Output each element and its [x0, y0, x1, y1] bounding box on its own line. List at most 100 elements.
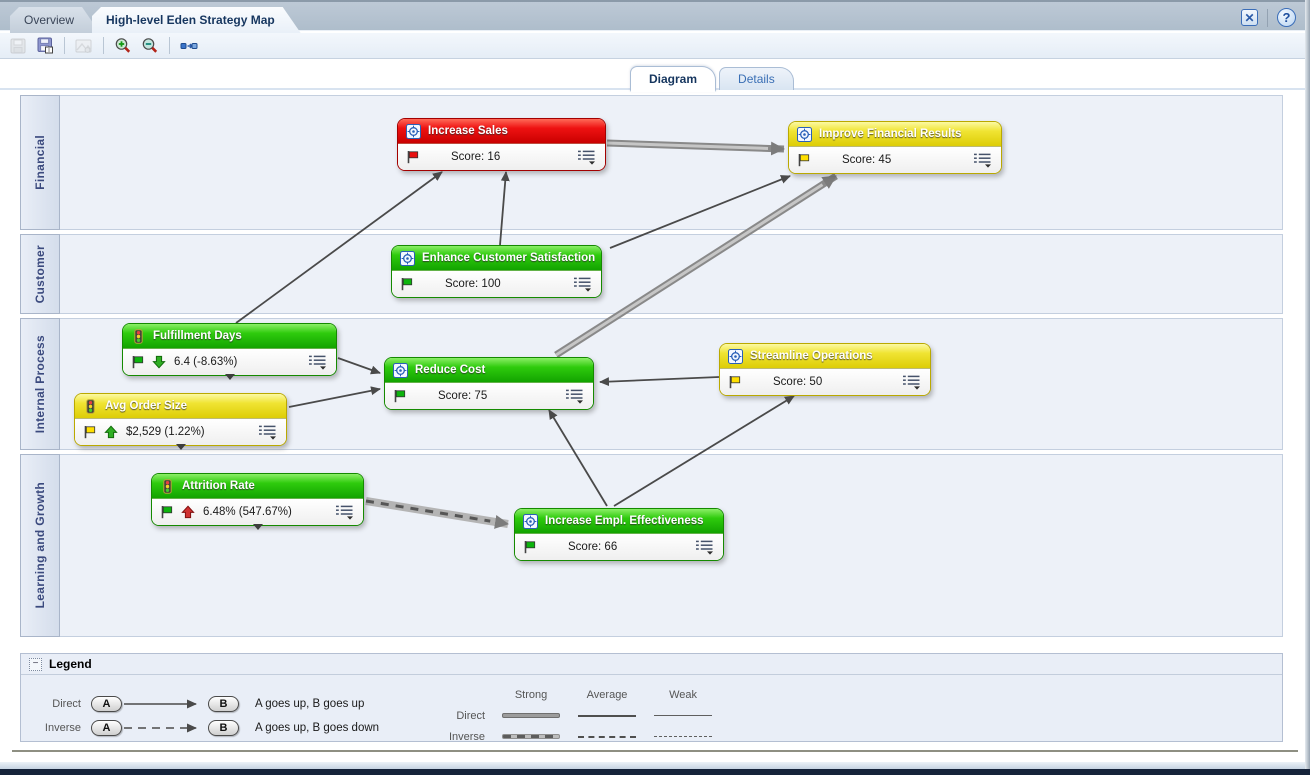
legend-average-label: Average: [586, 688, 628, 701]
help-icon[interactable]: ?: [1277, 8, 1296, 27]
zoom-out-icon[interactable]: [140, 36, 160, 56]
node-body: Score: 50: [720, 369, 930, 395]
collapse-icon[interactable]: −: [29, 657, 42, 671]
window-right-edge: [1305, 0, 1310, 769]
node-value: Score: 75: [438, 390, 488, 402]
view-tabs: Diagram Details: [630, 60, 794, 92]
node-body: Score: 45: [789, 147, 1001, 173]
legend-direct-label: Direct: [52, 698, 81, 710]
legend-header: − Legend: [21, 654, 1282, 675]
yellow-flag-icon: [83, 425, 96, 439]
kpi-traffic-light-icon: [160, 478, 175, 494]
green-flag-icon: [131, 355, 144, 369]
node-menu-icon[interactable]: [902, 374, 922, 390]
window-tab-bar: Overview High-level Eden Strategy Map ✕ …: [0, 0, 1310, 31]
lane-label: Customer: [20, 234, 60, 314]
legend-node-a: A: [91, 696, 122, 712]
kpi-traffic-light-icon: [83, 398, 98, 414]
window-tab-strategy-map[interactable]: High-level Eden Strategy Map: [92, 7, 301, 33]
tab-diagram[interactable]: Diagram: [630, 66, 717, 92]
toolbar-separator: [103, 37, 104, 54]
toolbar-separator: [169, 37, 170, 54]
legend-inverse-label: Inverse: [448, 730, 486, 743]
node-avg-order-size[interactable]: Avg Order Size $2,529 (1.22%): [74, 393, 287, 450]
node-menu-icon[interactable]: [695, 539, 715, 555]
node-menu-icon[interactable]: [573, 276, 593, 292]
node-body: Score: 66: [515, 534, 723, 560]
export-image-icon: [74, 36, 94, 56]
node-menu-icon[interactable]: [258, 424, 278, 440]
node-title: Fulfillment Days: [153, 330, 242, 342]
titlebar-separator: [1267, 8, 1268, 27]
node-menu-icon[interactable]: [973, 152, 993, 168]
objective-icon: [728, 348, 743, 364]
legend-inverse-arrow: [124, 723, 197, 733]
legend-inverse-row: Inverse A B A goes up, B goes down: [37, 720, 379, 736]
kpi-traffic-light-icon: [131, 328, 146, 344]
legend-line-weak-inverse: [654, 736, 713, 737]
legend-panel: − Legend Direct A B A goes up, B goes up…: [20, 653, 1283, 743]
node-body: 6.4 (-8.63%): [123, 349, 336, 375]
legend-direct-arrow: [124, 699, 197, 709]
trend-down-icon: [152, 355, 166, 369]
node-value: Score: 16: [451, 151, 501, 163]
legend-direct-row: Direct A B A goes up, B goes up: [37, 696, 379, 712]
node-header: Avg Order Size: [75, 394, 286, 419]
bottom-separator-line: [12, 750, 1298, 752]
lane-label: Learning and Growth: [20, 454, 60, 637]
view-tab-row: Diagram Details: [0, 60, 1310, 92]
legend-inverse-desc: A goes up, B goes down: [255, 722, 380, 734]
node-menu-icon[interactable]: [308, 354, 328, 370]
window-bottom-edge: [0, 769, 1310, 775]
legend-content: Direct A B A goes up, B goes up Inverse …: [21, 675, 1282, 747]
legend-line-weak-direct: [654, 715, 713, 716]
node-header: Enhance Customer Satisfaction: [392, 246, 601, 271]
node-menu-icon[interactable]: [335, 504, 355, 520]
node-value: Score: 100: [445, 278, 501, 290]
legend-direct-label: Direct: [456, 709, 486, 722]
expand-handle-icon[interactable]: [224, 374, 235, 380]
objective-icon: [393, 362, 408, 378]
node-fulfillment-days[interactable]: Fulfillment Days 6.4 (-8.63%): [122, 323, 337, 380]
zoom-in-icon[interactable]: [113, 36, 133, 56]
expand-handle-icon[interactable]: [252, 524, 263, 530]
save-as-icon[interactable]: I: [35, 36, 55, 56]
legend-node-b: B: [208, 720, 239, 736]
objective-icon: [406, 123, 421, 139]
node-attrition-rate[interactable]: Attrition Rate 6.48% (547.67%): [151, 473, 364, 530]
yellow-flag-icon: [728, 375, 741, 389]
window-tab-strategy-map-label: High-level Eden Strategy Map: [106, 13, 275, 27]
node-title: Attrition Rate: [182, 480, 255, 492]
node-title: Reduce Cost: [415, 364, 486, 376]
legend-direct-desc: A goes up, B goes up: [255, 698, 365, 710]
node-header: Increase Empl. Effectiveness: [515, 509, 723, 534]
legend-line-strong-inverse: [502, 734, 561, 739]
resize-fit-icon[interactable]: [179, 36, 199, 56]
node-menu-icon[interactable]: [565, 388, 585, 404]
tab-details-label: Details: [738, 72, 775, 86]
window-tab-overview[interactable]: Overview: [10, 7, 100, 33]
legend-weak-label: Weak: [669, 688, 697, 701]
objective-icon: [400, 250, 415, 266]
node-value: 6.48% (547.67%): [203, 506, 292, 518]
node-menu-icon[interactable]: [577, 149, 597, 165]
objective-icon: [797, 126, 812, 142]
legend-title: Legend: [49, 657, 92, 671]
expand-handle-icon[interactable]: [175, 444, 186, 450]
node-value: Score: 50: [773, 376, 823, 388]
tab-diagram-label: Diagram: [649, 71, 698, 86]
node-value: $2,529 (1.22%): [126, 426, 205, 438]
node-value: Score: 45: [842, 154, 892, 166]
tab-details[interactable]: Details: [719, 67, 794, 90]
legend-line-average-direct: [578, 714, 637, 717]
close-icon[interactable]: ✕: [1241, 9, 1258, 26]
